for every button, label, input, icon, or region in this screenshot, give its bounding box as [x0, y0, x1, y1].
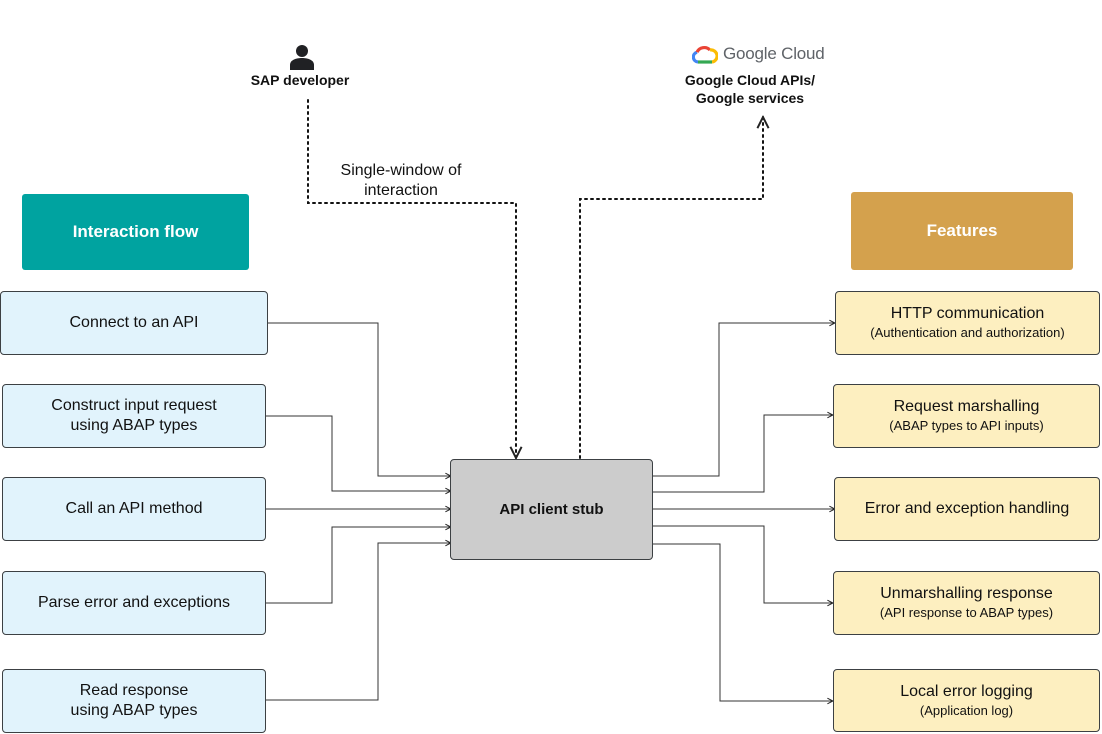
feature-error-handling: Error and exception handling: [834, 477, 1100, 541]
feature-sublabel: (API response to ABAP types): [879, 605, 1054, 620]
features-header: Features: [851, 192, 1073, 270]
flow-step-connect-api: Connect to an API: [0, 291, 268, 355]
feature-label: Local error logging: [900, 682, 1033, 700]
api-client-stub: API client stub: [450, 459, 653, 560]
feature-http-communication: HTTP communication (Authentication and a…: [835, 291, 1100, 355]
interaction-flow-header: Interaction flow: [22, 194, 249, 270]
flow-step-read-response: Read response using ABAP types: [2, 669, 266, 733]
person-icon: [290, 45, 314, 70]
google-cloud-wordmark: Google Cloud: [723, 44, 825, 63]
feature-local-error-logging: Local error logging (Application log): [833, 669, 1100, 732]
connector-flow-2: [266, 415, 451, 491]
feature-label: Request marshalling: [893, 398, 1040, 415]
connector-flow-1: [268, 322, 451, 476]
cloud-label-line-1: Google Cloud APIs/: [684, 72, 816, 88]
cloud-label: Google Cloud APIs/ Google services: [670, 71, 830, 107]
feature-sublabel: (Authentication and authorization): [870, 325, 1065, 340]
connector-feature-4: [653, 525, 833, 603]
cloud-dotted-connector: [579, 117, 763, 459]
connector-flow-5: [266, 543, 451, 701]
developer-dotted-connector: [307, 99, 516, 458]
feature-sublabel: (Application log): [919, 702, 1014, 718]
google-cloud-logo: Google Cloud: [692, 44, 825, 64]
connector-feature-2: [653, 415, 833, 493]
interaction-note: Single-window of interaction: [320, 161, 482, 201]
flow-step-call-method: Call an API method: [2, 477, 266, 541]
google-cloud-logo-icon: [692, 45, 718, 64]
cloud-label-line-2: Google services: [695, 90, 805, 106]
feature-unmarshalling-response: Unmarshalling response (API response to …: [833, 571, 1100, 635]
feature-request-marshalling: Request marshalling (ABAP types to API i…: [833, 384, 1100, 448]
feature-label: Error and exception handling: [864, 500, 1070, 517]
feature-label: HTTP communication: [890, 305, 1045, 322]
connector-feature-1: [653, 323, 835, 477]
feature-label: Unmarshalling response: [880, 585, 1053, 602]
developer-label: SAP developer: [250, 72, 350, 88]
flow-step-construct-request: Construct input request using ABAP types: [2, 384, 266, 448]
connector-feature-5: [653, 543, 833, 701]
feature-sublabel: (ABAP types to API inputs): [889, 418, 1044, 433]
connector-flow-4: [266, 527, 451, 604]
flow-step-parse-errors: Parse error and exceptions: [2, 571, 266, 635]
